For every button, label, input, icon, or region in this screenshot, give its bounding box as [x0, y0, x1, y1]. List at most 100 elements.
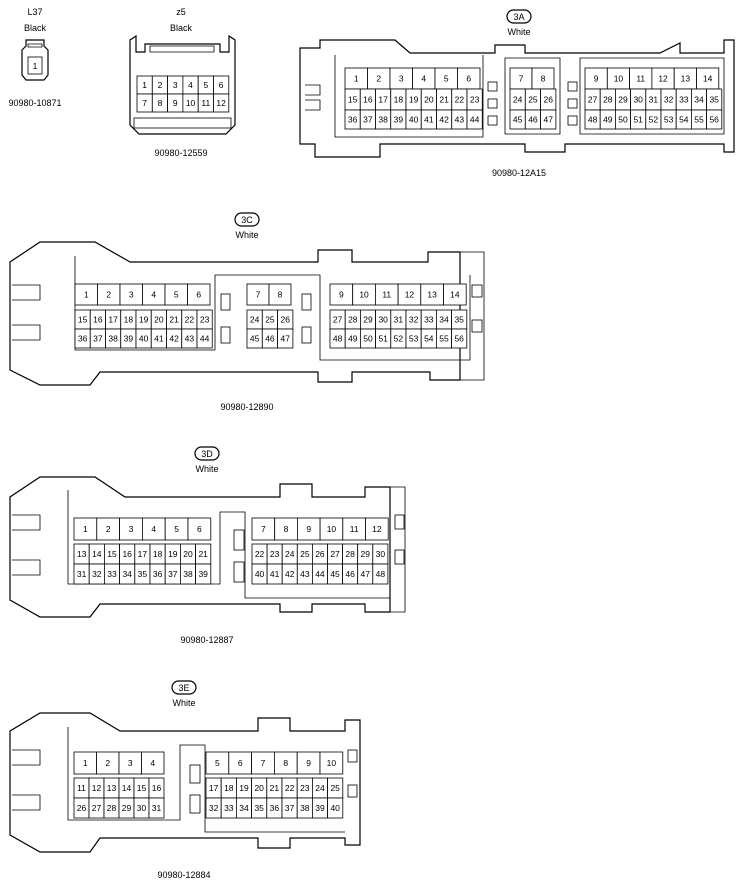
3e-inner-frame — [67, 727, 345, 833]
3e-pin-37: 37 — [285, 803, 295, 813]
3d-key-2 — [233, 561, 245, 583]
3c-pin-45: 45 — [250, 334, 260, 344]
3d-pin-9: 9 — [306, 524, 311, 534]
3c-pin-9: 9 — [339, 290, 344, 300]
3a-pin-cell-44 — [466, 109, 483, 130]
3a-pin-13: 13 — [681, 74, 691, 84]
3d-inner-frame — [67, 490, 390, 599]
3a-pin-50: 50 — [618, 115, 628, 125]
3e-color: White — [172, 698, 195, 708]
3c-pin-42: 42 — [169, 334, 179, 344]
3c-end-cap — [460, 251, 485, 381]
3e-end-key-2 — [347, 784, 358, 798]
3d-pin-25: 25 — [300, 549, 310, 559]
3c-pin-cell-44 — [196, 328, 213, 349]
3a-pin-46: 46 — [528, 115, 538, 125]
z5-pin-5: 5 — [203, 80, 208, 90]
3c-housing — [9, 241, 461, 386]
l37-pin-cell — [27, 56, 43, 75]
3e-pin-cell-10 — [319, 751, 344, 775]
l37-code: L37 — [27, 7, 42, 17]
3e-pin-8: 8 — [283, 758, 288, 768]
3d-pin-7: 7 — [261, 524, 266, 534]
3e-pin-26: 26 — [77, 803, 87, 813]
3e-side-clip — [12, 749, 41, 811]
3a-pin-18: 18 — [394, 95, 404, 105]
3c-pin-44: 44 — [200, 334, 210, 344]
3c-pin-13: 13 — [427, 290, 437, 300]
3e-pin-39: 39 — [315, 803, 325, 813]
3e-pin-3: 3 — [128, 758, 133, 768]
3a-pin-24: 24 — [513, 95, 523, 105]
3a-pin-cell-47 — [540, 109, 557, 130]
3a-inner-frame-right — [579, 57, 725, 135]
3c-pin-14: 14 — [450, 290, 460, 300]
3c-code: 3C — [241, 215, 253, 225]
3e-pin-23: 23 — [300, 783, 310, 793]
3d-pin-28: 28 — [345, 549, 355, 559]
3a-pin-cell-56 — [706, 109, 723, 130]
3d-pin-27: 27 — [330, 549, 340, 559]
3d-pin-23: 23 — [270, 549, 280, 559]
z5-pin-3: 3 — [173, 80, 178, 90]
3d-pin-37: 37 — [168, 569, 178, 579]
3e-pin-18: 18 — [224, 783, 234, 793]
3c-pin-33: 33 — [424, 315, 434, 325]
3c-pin-37: 37 — [93, 334, 103, 344]
3d-pin-20: 20 — [183, 549, 193, 559]
3c-pin-46: 46 — [265, 334, 275, 344]
z5-pin-4: 4 — [188, 80, 193, 90]
3a-pin-41: 41 — [424, 115, 434, 125]
3c-pin-38: 38 — [108, 334, 118, 344]
3d-end-cap — [390, 486, 406, 613]
3e-pin-16: 16 — [152, 783, 162, 793]
3d-pin-42: 42 — [285, 569, 295, 579]
3c-pin-39: 39 — [124, 334, 134, 344]
3c-part-number: 90980-12890 — [220, 402, 273, 412]
3a-pin-29: 29 — [618, 95, 628, 105]
3d-pin-6: 6 — [197, 524, 202, 534]
3d-pin-16: 16 — [122, 549, 132, 559]
3a-pin-42: 42 — [439, 115, 449, 125]
3c-pin-27: 27 — [333, 315, 343, 325]
3a-pin-21: 21 — [439, 95, 449, 105]
3a-pin-30: 30 — [633, 95, 643, 105]
3c-pin-52: 52 — [394, 334, 404, 344]
3e-pin-5: 5 — [215, 758, 220, 768]
l37-housing — [21, 39, 49, 81]
3e-pin-36: 36 — [270, 803, 280, 813]
3c-pin-12: 12 — [405, 290, 415, 300]
3e-pin-40: 40 — [330, 803, 340, 813]
3a-pin-11: 11 — [636, 74, 645, 84]
3c-pin-31: 31 — [394, 315, 404, 325]
3c-pin-32: 32 — [409, 315, 419, 325]
3c-pin-40: 40 — [139, 334, 149, 344]
l37-latch — [27, 43, 43, 48]
3c-pin-48: 48 — [333, 334, 343, 344]
3c-pin-8: 8 — [278, 290, 283, 300]
3d-pin-cell-48 — [372, 563, 389, 585]
3d-pin-10: 10 — [327, 524, 337, 534]
3c-pin-34: 34 — [439, 315, 449, 325]
3c-inner-frame — [74, 256, 471, 361]
3c-pin-1: 1 — [84, 290, 89, 300]
3a-pin-9: 9 — [594, 74, 599, 84]
3d-pin-44: 44 — [315, 569, 325, 579]
3e-pin-20: 20 — [254, 783, 264, 793]
3c-pin-49: 49 — [348, 334, 358, 344]
3a-pin-16: 16 — [363, 95, 373, 105]
l37-part-number: 90980-10871 — [8, 98, 61, 108]
3c-side-clip — [12, 284, 41, 341]
3a-pin-3: 3 — [399, 74, 404, 84]
3a-pin-26: 26 — [544, 95, 554, 105]
3c-pin-4: 4 — [151, 290, 156, 300]
z5-pin-1: 1 — [142, 80, 147, 90]
3a-pin-6: 6 — [466, 74, 471, 84]
